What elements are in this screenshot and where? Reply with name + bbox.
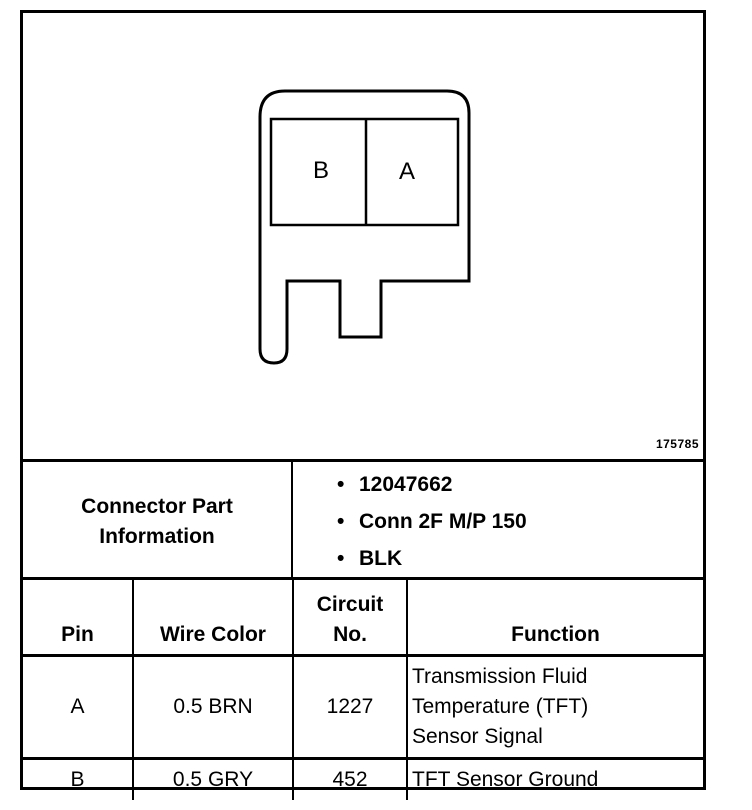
header-function: Function [407, 577, 703, 656]
connector-part-information: Connector Part Information • 12047662 • Co… [23, 459, 703, 577]
circuit-cell: 1227 [293, 654, 408, 759]
function-line: Transmission Fluid [412, 665, 588, 688]
header-circuit-line2: No. [333, 623, 367, 646]
wire-color-cell: 0.5 BRN [133, 654, 294, 759]
part-number-item: • 12047662 [337, 468, 703, 505]
figure-number: 175785 [655, 437, 699, 451]
function-cell: TFT Sensor Ground [407, 757, 703, 800]
connector-face-drawing: B A [258, 89, 471, 365]
connector-diagram: B A 175785 [23, 13, 703, 459]
bullet-icon: • [337, 547, 345, 570]
cavity-frame [269, 117, 460, 227]
circuit-cell: 452 [293, 757, 408, 800]
function-line: Sensor Signal [412, 725, 543, 748]
part-number: 12047662 [359, 473, 453, 496]
function-line: Temperature (TFT) [412, 695, 589, 718]
pin-cell: B [23, 757, 134, 800]
info-values: • 12047662 • Conn 2F M/P 150 • BLK [293, 462, 703, 577]
bullet-icon: • [337, 473, 345, 496]
table-row: B 0.5 GRY 452 TFT Sensor Ground [23, 757, 703, 800]
table-header-row: Pin Wire Color Circuit No. Function [23, 577, 703, 656]
bullet-icon: • [337, 510, 345, 533]
info-label-line1: Connector Part [81, 494, 233, 518]
info-label-line2: Information [99, 524, 215, 548]
cavity-label-a: A [399, 158, 415, 185]
header-circuit-line1: Circuit [316, 593, 384, 616]
header-pin: Pin [23, 577, 134, 656]
header-wire-color: Wire Color [133, 577, 294, 656]
pin-cell: A [23, 654, 134, 759]
wire-color-cell: 0.5 GRY [133, 757, 294, 800]
connector-color: BLK [359, 547, 403, 570]
connector-type-item: • Conn 2F M/P 150 [337, 505, 703, 542]
header-circuit-no: Circuit No. [293, 577, 408, 656]
function-cell: Transmission Fluid Temperature (TFT) Sen… [407, 654, 703, 759]
connector-sheet: B A 175785 Connector Part Information • 1… [20, 10, 706, 800]
function-line: TFT Sensor Ground [412, 768, 599, 791]
info-label: Connector Part Information [23, 462, 293, 577]
table-row: A 0.5 BRN 1227 Transmission Fluid Temper… [23, 654, 703, 759]
pinout-table: Pin Wire Color Circuit No. Function A 0.… [23, 577, 703, 800]
connector-body-outline [258, 89, 471, 365]
cavity-label-b: B [313, 157, 329, 184]
connector-color-item: • BLK [337, 542, 703, 579]
connector-type: Conn 2F M/P 150 [359, 510, 527, 533]
